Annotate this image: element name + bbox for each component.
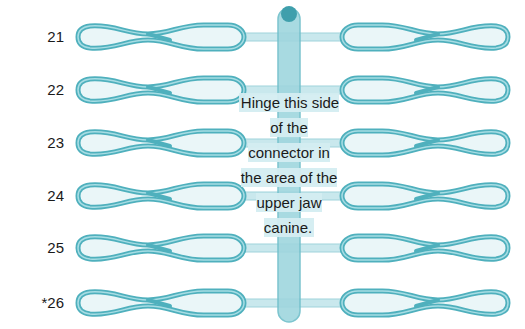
- right-loop: [342, 236, 508, 260]
- row-number: 23: [47, 134, 64, 152]
- right-loop: [342, 25, 508, 49]
- left-loop: [78, 25, 244, 49]
- note-wrap: Hinge this side of the connector in the …: [237, 90, 341, 240]
- right-loop: [342, 78, 508, 102]
- hinge-bar: [278, 8, 300, 322]
- left-loop: [78, 184, 244, 208]
- hinge-note: Hinge this side of the connector in the …: [239, 93, 339, 237]
- left-loop: [78, 291, 244, 315]
- right-loop: [342, 291, 508, 315]
- row-number: 21: [47, 28, 64, 46]
- row-number: 24: [47, 187, 64, 205]
- right-loop: [342, 131, 508, 155]
- left-loop: [78, 131, 244, 155]
- row-number: 22: [47, 81, 64, 99]
- right-loop: [342, 184, 508, 208]
- left-loop: [78, 78, 244, 102]
- row-number: 25: [47, 239, 64, 257]
- left-loop: [78, 236, 244, 260]
- bar-cap: [281, 6, 297, 22]
- row-number: *26: [41, 294, 64, 312]
